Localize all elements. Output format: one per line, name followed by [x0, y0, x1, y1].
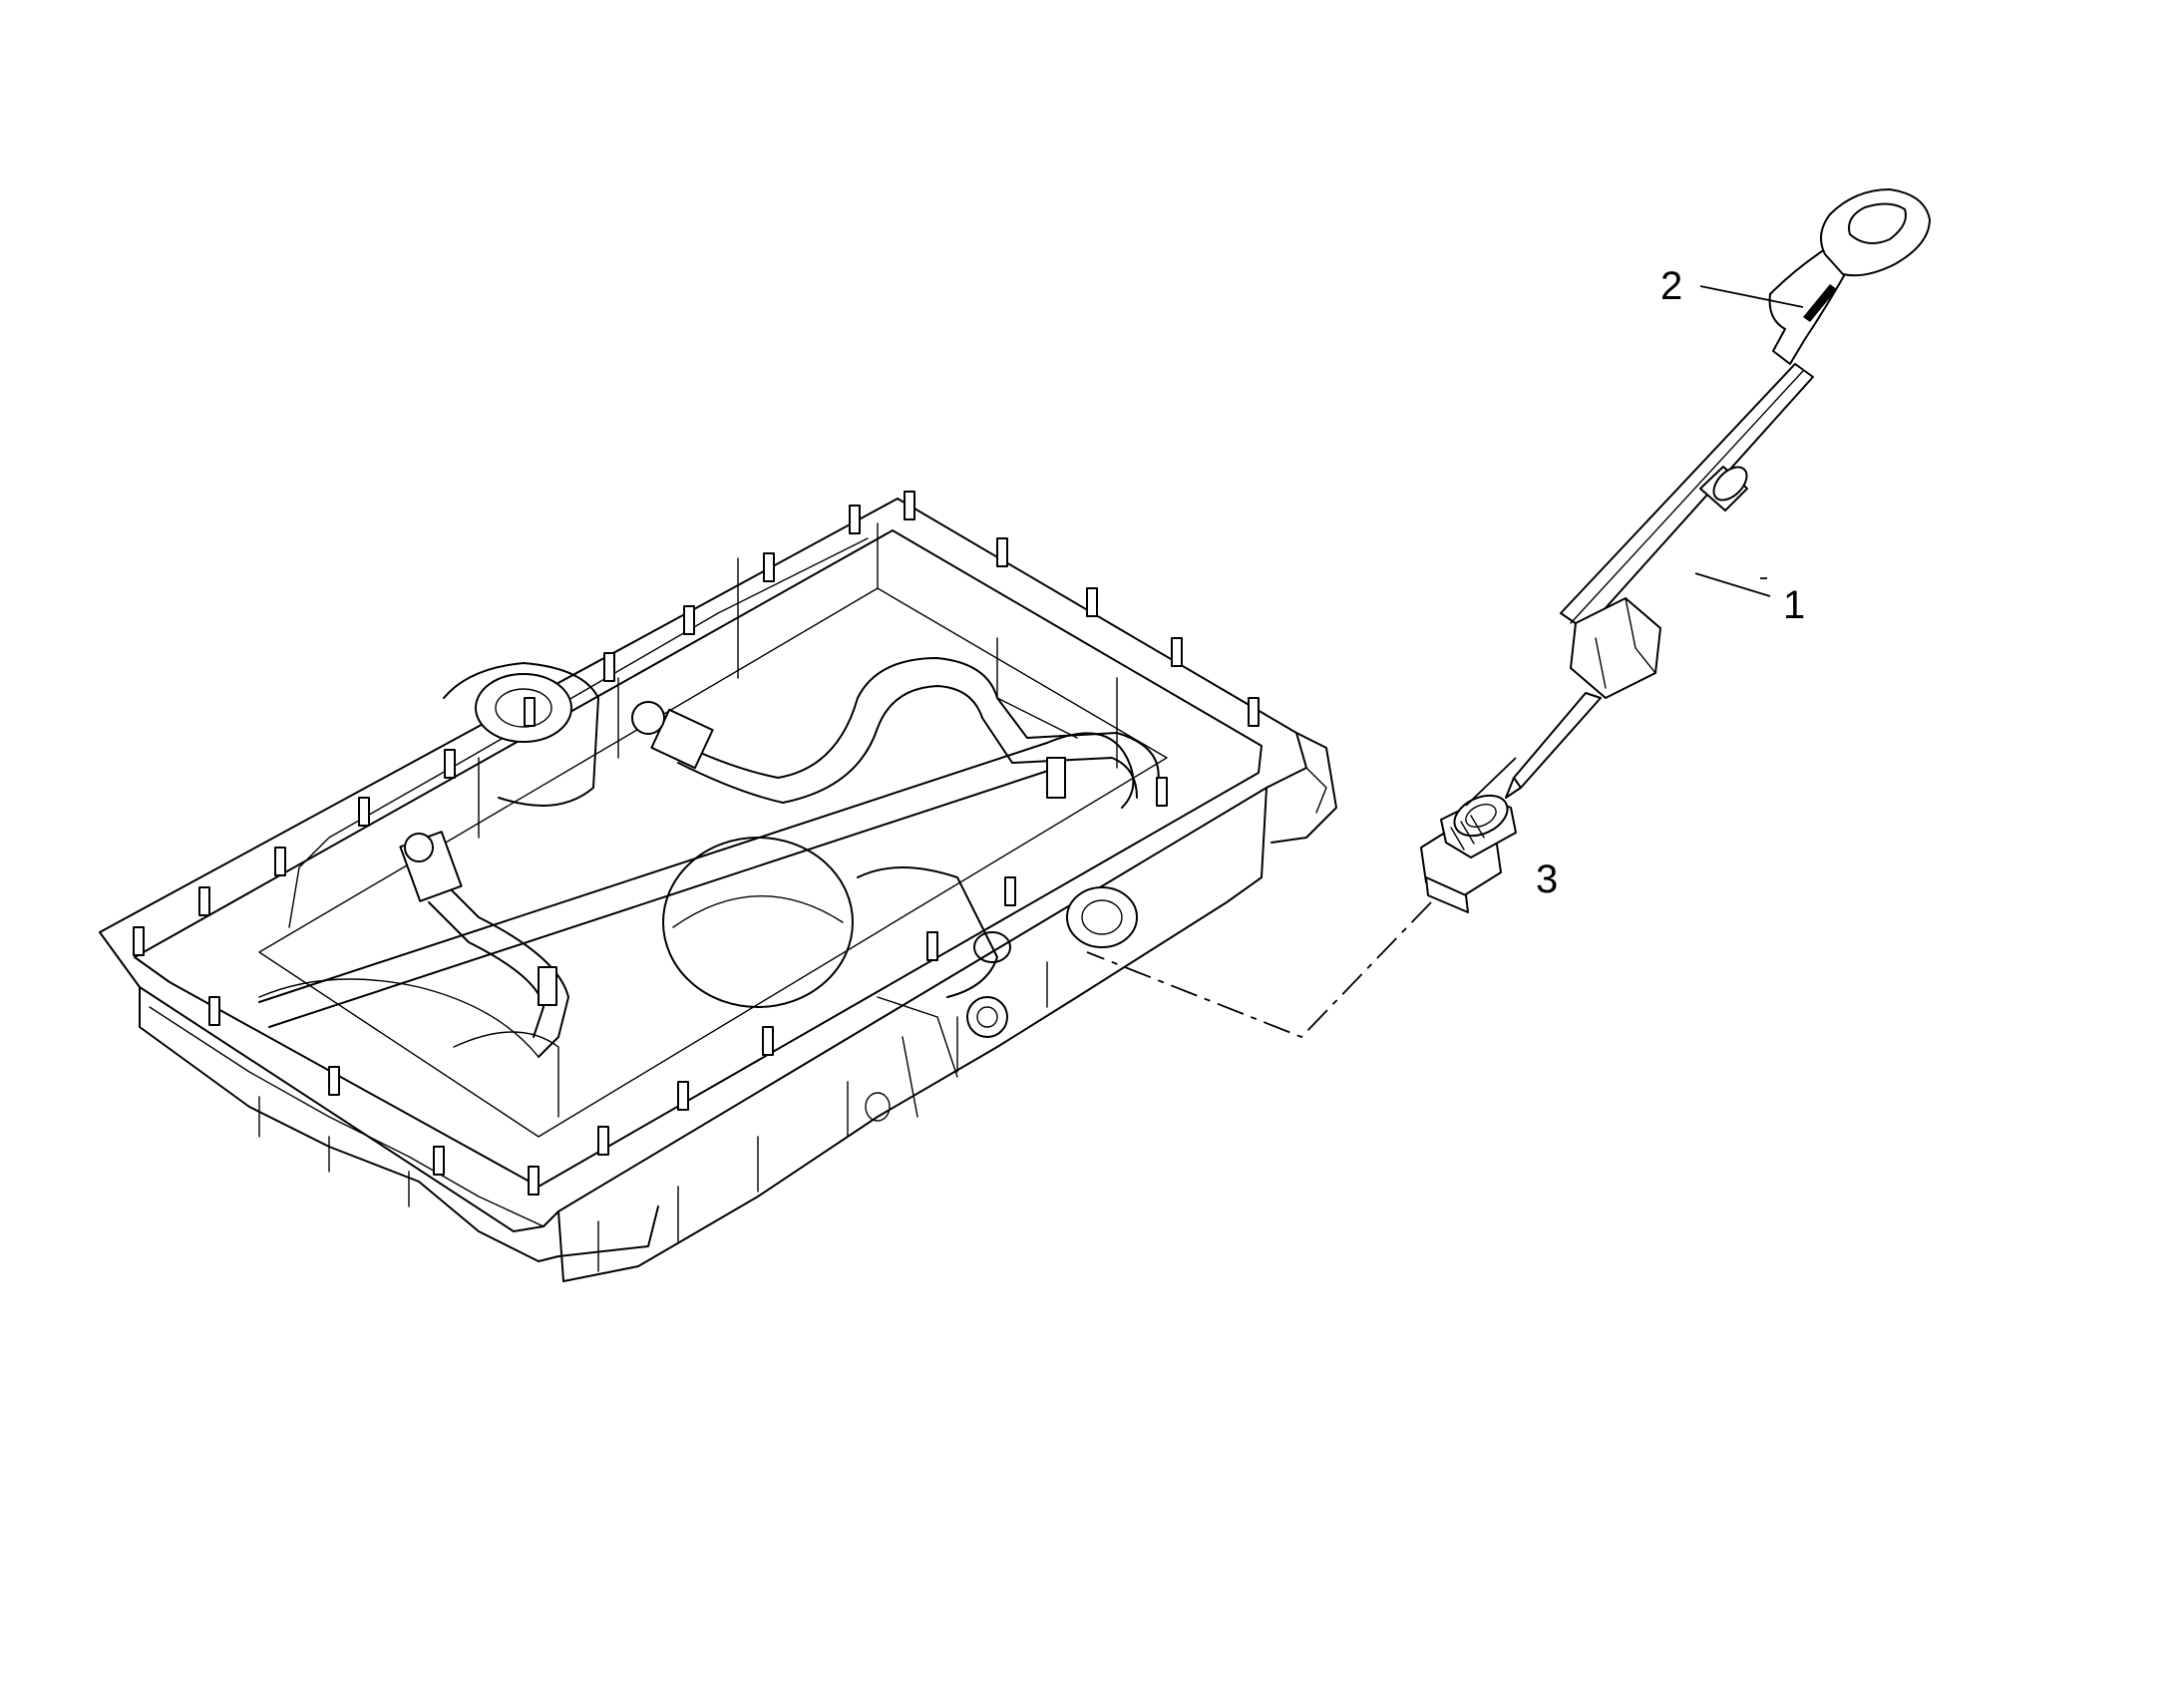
flange-studs: [133, 491, 1260, 1196]
oil-pan: [99, 491, 1337, 1282]
tube-fitting[interactable]: [1420, 788, 1517, 913]
callout-3-leader: [1465, 757, 1517, 807]
callout-label-3: 3: [1536, 857, 1558, 901]
callout-label-2: 2: [1660, 264, 1682, 308]
callout-1-leader-main: [1694, 572, 1771, 597]
callout-2-leader: [1699, 285, 1804, 308]
assembly-line: [1086, 901, 1432, 1039]
dipstick-tube[interactable]: [1505, 363, 1814, 799]
dipstick-handle[interactable]: [1768, 188, 1931, 365]
callout-label-1: 1: [1783, 583, 1805, 627]
